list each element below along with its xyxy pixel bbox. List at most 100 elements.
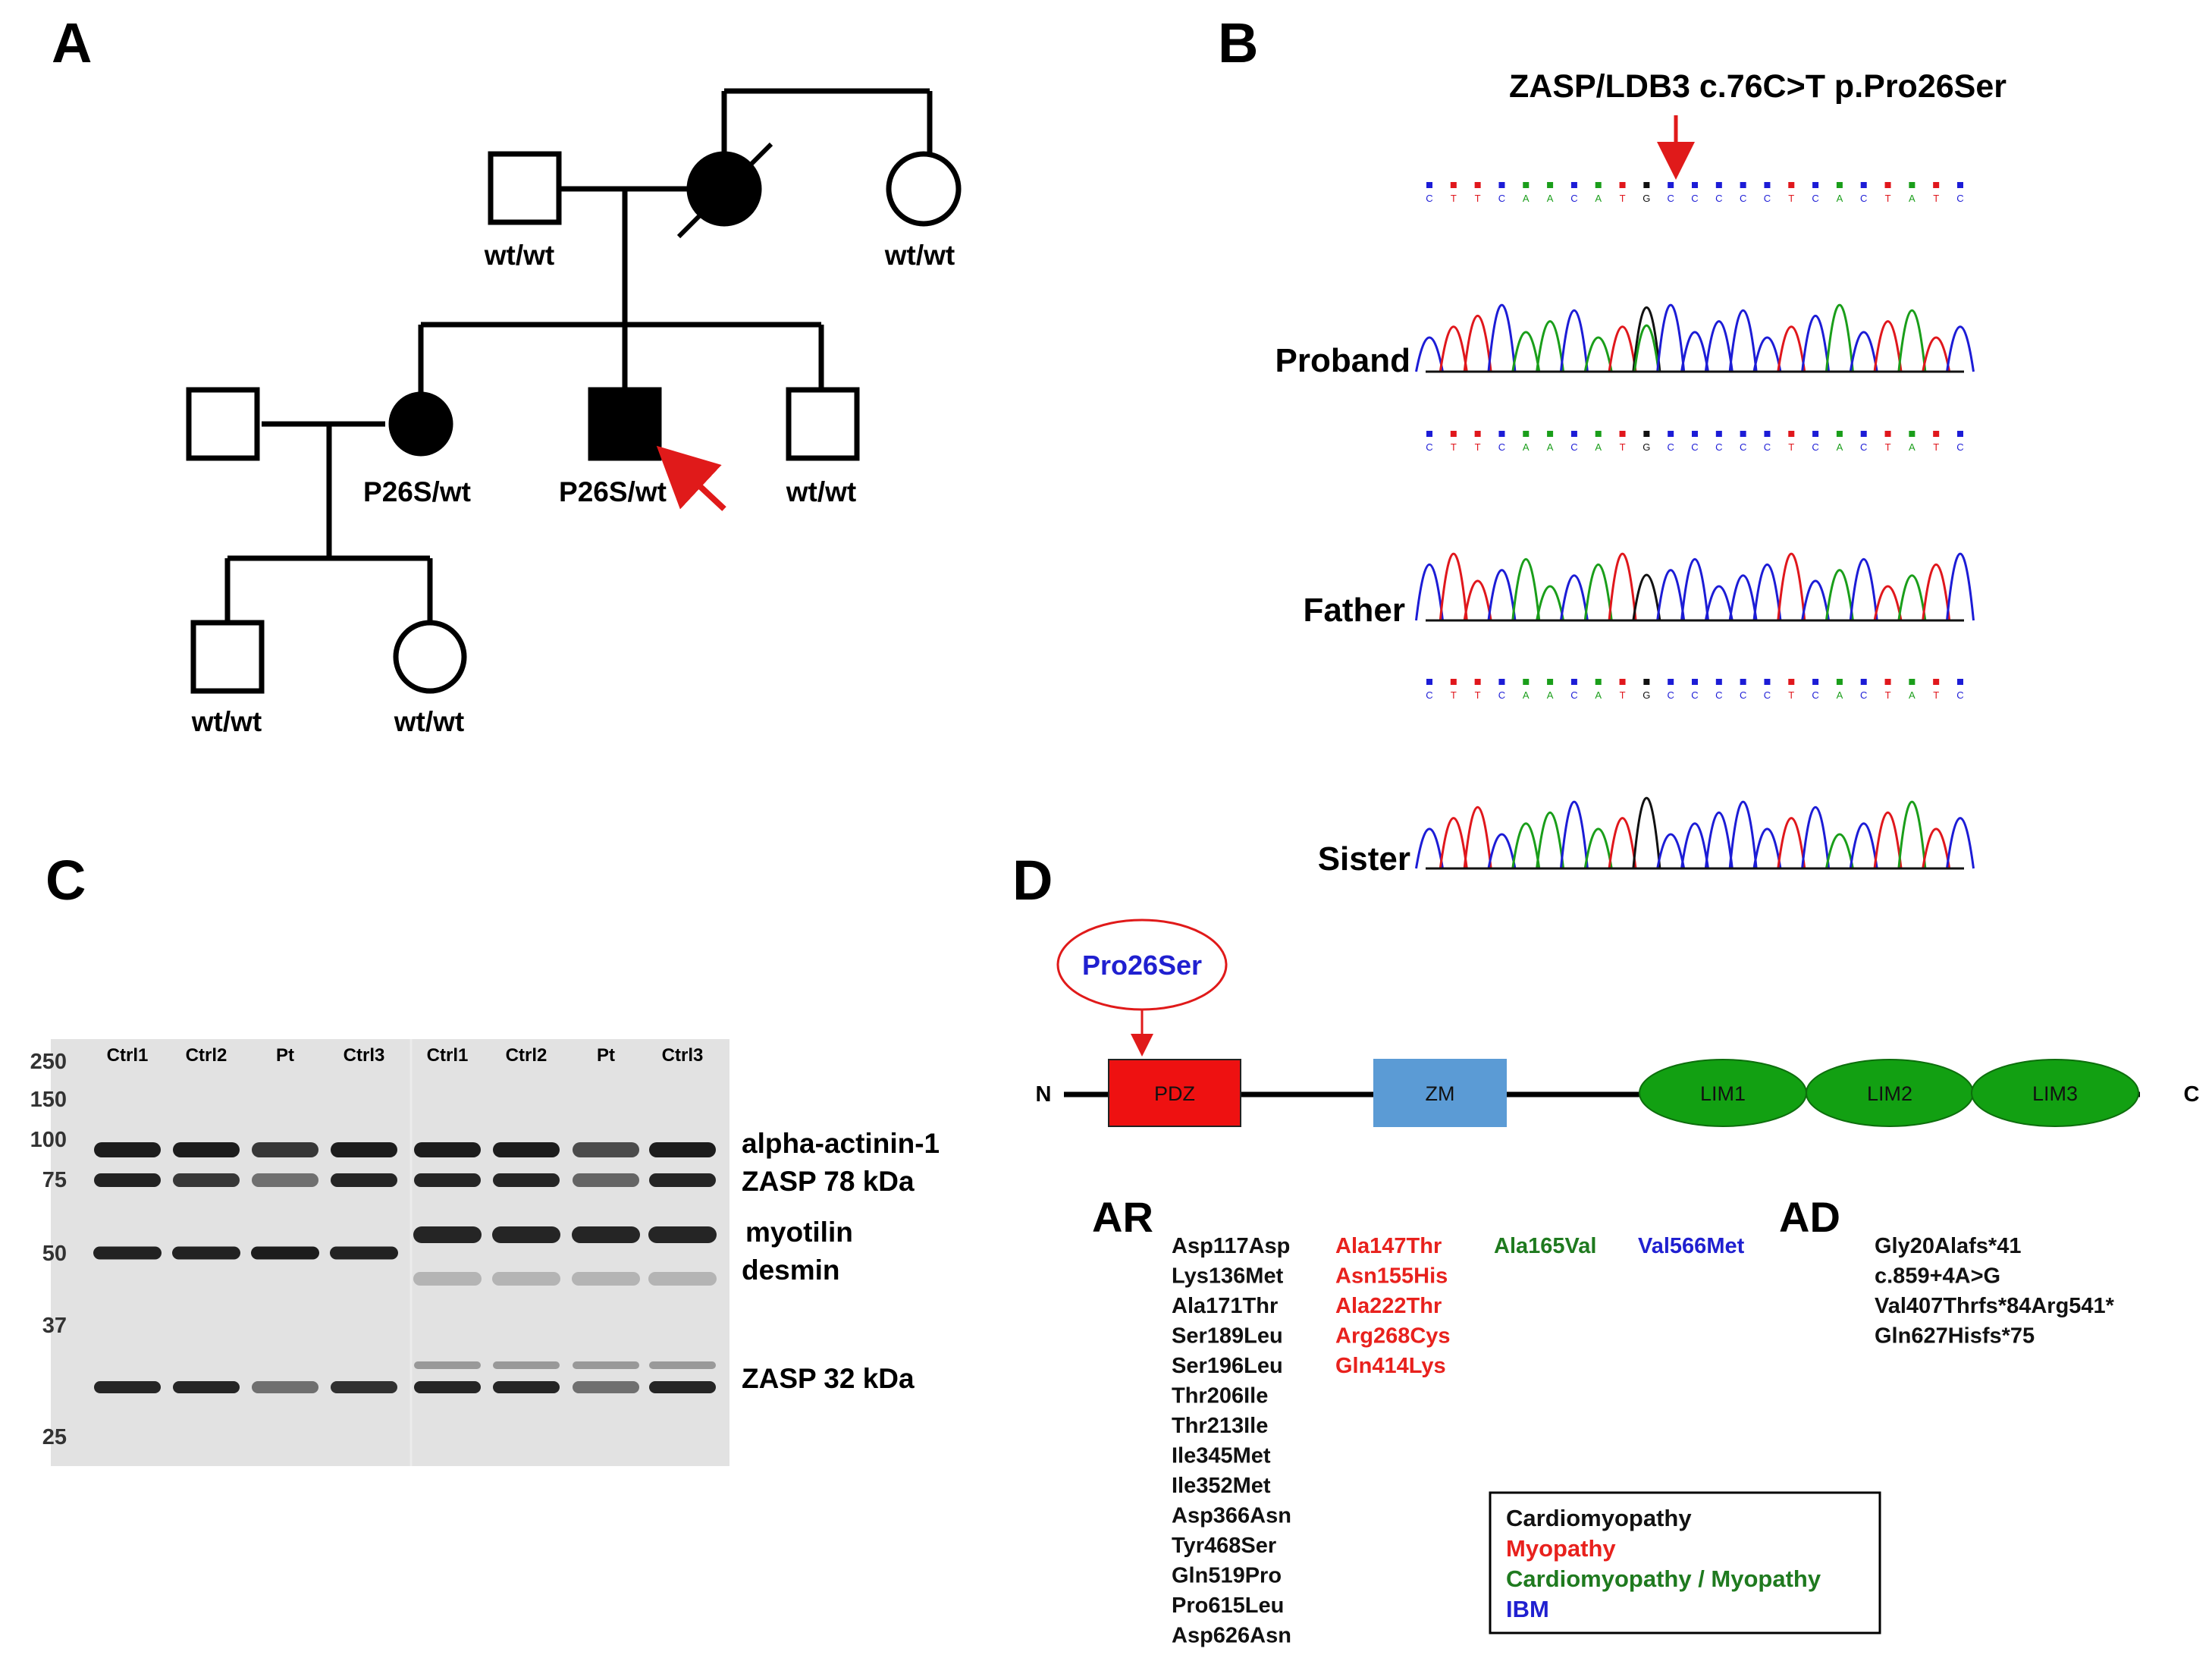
trace-peak xyxy=(1752,827,1782,869)
base-call-letter: T xyxy=(1933,193,1939,204)
panel-letter-c: C xyxy=(45,849,86,912)
base-call-letter: A xyxy=(1547,441,1554,453)
ad-variant: Gln627Hisfs*75 xyxy=(1875,1324,2035,1349)
base-call-marker xyxy=(1692,182,1698,188)
base-call-marker xyxy=(1957,182,1963,188)
genotype-proband: P26S/wt xyxy=(559,476,667,507)
trace-peak xyxy=(1897,574,1927,621)
c-terminus-label: C xyxy=(2184,1082,2200,1107)
panel-letter-d: D xyxy=(1012,849,1053,912)
blot-band xyxy=(573,1173,639,1187)
trace-peak xyxy=(1849,557,1878,621)
base-call-marker xyxy=(1547,431,1554,437)
base-call-letter: A xyxy=(1837,193,1843,204)
ar-cardiomyopathy-variant: Pro615Leu xyxy=(1172,1594,1284,1618)
base-call-marker xyxy=(1498,182,1505,188)
base-call-letter: C xyxy=(1860,441,1867,453)
trace-peak xyxy=(1704,320,1734,372)
base-call-letter: C xyxy=(1715,689,1722,701)
blot-band xyxy=(173,1142,240,1157)
base-call-marker xyxy=(1474,679,1481,685)
base-call-letter: A xyxy=(1837,689,1843,701)
trace-peak xyxy=(1632,573,1661,621)
base-call-letter: T xyxy=(1475,193,1481,204)
base-call-letter: C xyxy=(1691,441,1698,453)
ar-cardiomyopathy-variant: Ile345Met xyxy=(1172,1444,1271,1468)
genotype-grandfather: wt/wt xyxy=(484,240,554,271)
trace-peak xyxy=(1439,552,1468,621)
lane-label: Ctrl2 xyxy=(506,1045,548,1066)
base-call-letter: C xyxy=(1498,193,1505,204)
base-call-marker xyxy=(1523,431,1530,437)
trace-peak xyxy=(1752,564,1782,621)
base-call-marker xyxy=(1764,679,1771,685)
trace-peak xyxy=(1873,585,1903,621)
blot-band xyxy=(573,1381,639,1393)
blot-band xyxy=(493,1173,560,1187)
base-call-marker xyxy=(1426,182,1432,188)
panel-b: B ZASP/LDB3 c.76C>T p.Pro26Ser Proband F… xyxy=(1218,11,2006,878)
base-call-letter: C xyxy=(1956,441,1963,453)
lane-label: Ctrl1 xyxy=(427,1045,469,1066)
base-call-marker xyxy=(1909,182,1915,188)
pedigree-lines xyxy=(224,88,933,620)
legend-box xyxy=(1489,1491,1881,1634)
zm-domain xyxy=(1373,1059,1507,1127)
band-label: myotilin xyxy=(745,1217,853,1248)
ar-cardiomyopathy-variant: Asp366Asn xyxy=(1172,1504,1291,1528)
base-call-marker xyxy=(1498,431,1505,437)
base-call-marker xyxy=(1498,679,1505,685)
blot-band xyxy=(649,1381,716,1393)
trace-peak xyxy=(1583,564,1613,621)
base-call-letter: C xyxy=(1498,441,1505,453)
base-call-letter: T xyxy=(1620,193,1626,204)
base-call-letter: C xyxy=(1498,689,1505,701)
trace-peak xyxy=(1463,315,1492,372)
blot-band xyxy=(414,1361,481,1369)
base-call-marker xyxy=(1812,182,1819,188)
marker-label: 250 xyxy=(30,1050,67,1074)
trace-peak xyxy=(1777,325,1806,372)
ar-cardiomyopathy-variant: Asp117Asp xyxy=(1172,1234,1290,1258)
base-call-letter: C xyxy=(1860,193,1867,204)
base-call-marker xyxy=(1764,431,1771,437)
brother-male-symbol xyxy=(786,387,860,461)
ar-cardiomyopathy-variant: Ala171Thr xyxy=(1172,1294,1278,1318)
legend-myopathy: Myopathy xyxy=(1506,1535,1616,1562)
base-call-letter: A xyxy=(1523,689,1530,701)
blot-band xyxy=(252,1173,318,1187)
base-call-letter: C xyxy=(1740,193,1746,204)
trace-peak xyxy=(1777,817,1806,869)
base-call-letter: A xyxy=(1547,193,1554,204)
base-call-letter: A xyxy=(1523,441,1530,453)
blot-band xyxy=(252,1142,318,1157)
blot-band xyxy=(649,1142,716,1157)
base-call-marker xyxy=(1884,182,1891,188)
nephew-male-symbol xyxy=(190,620,265,694)
base-call-letter: T xyxy=(1475,441,1481,453)
lim3-label: LIM3 xyxy=(2032,1082,2078,1105)
ar-myopathy-variant: Ala147Thr xyxy=(1335,1234,1442,1258)
lane-label: Ctrl1 xyxy=(107,1045,149,1066)
proband-affected-male-symbol xyxy=(588,387,662,461)
base-call-marker xyxy=(1426,431,1432,437)
base-call-marker xyxy=(1788,431,1795,437)
blot-band xyxy=(413,1226,482,1243)
band-label: ZASP 78 kDa xyxy=(742,1166,915,1197)
trace-peak xyxy=(1728,309,1758,372)
trace-peak xyxy=(1825,303,1854,372)
base-call-marker xyxy=(1570,182,1577,188)
blot-band xyxy=(414,1381,481,1393)
base-call-letter: C xyxy=(1691,689,1698,701)
trace-peak xyxy=(1825,833,1854,869)
trace-peak xyxy=(1680,822,1709,869)
trace-peak xyxy=(1487,303,1517,372)
blot-band xyxy=(493,1142,560,1157)
marker-label: 75 xyxy=(42,1168,67,1192)
ar-cardiomyopathy-variant: Gln519Pro xyxy=(1172,1564,1282,1588)
blot-band xyxy=(493,1381,560,1393)
blot-band xyxy=(648,1226,717,1243)
marker-label: 50 xyxy=(42,1242,67,1266)
